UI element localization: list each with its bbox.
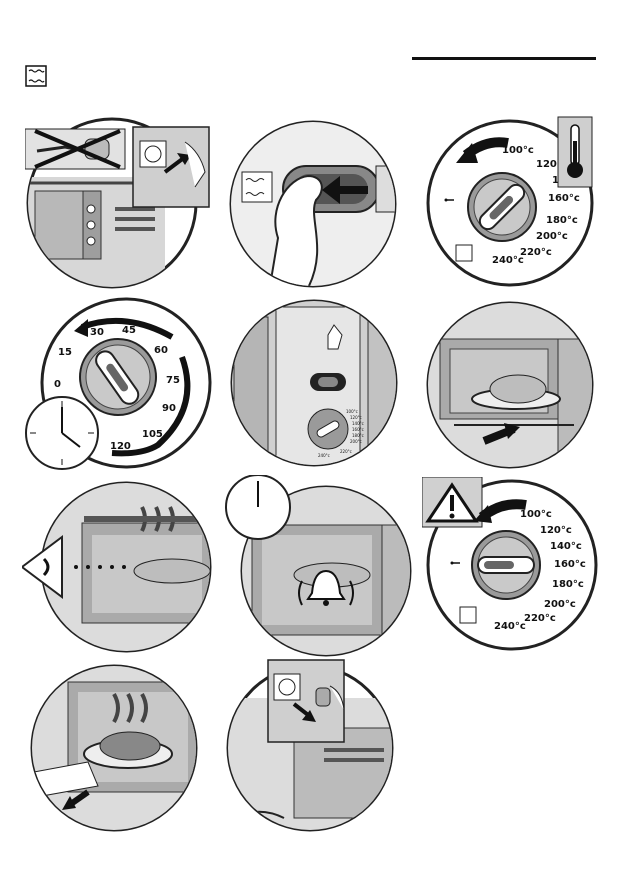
- clock-icon: [226, 475, 290, 539]
- timer-mark: 60: [154, 345, 168, 356]
- temp-mark: 160°c: [548, 193, 580, 204]
- off-dial[interactable]: [472, 531, 540, 599]
- temp-mark: 100°c: [520, 509, 552, 520]
- no-plug-icon: [25, 129, 125, 169]
- small-temp-mark: 180°c: [352, 433, 364, 438]
- oven-mode-icon: [25, 65, 47, 91]
- header-rule: [412, 57, 596, 60]
- temp-mark: 140°c: [550, 541, 582, 552]
- temp-mark: 180°c: [546, 215, 578, 226]
- temp-mark: 120: [536, 159, 557, 170]
- thermometer-icon: [558, 117, 592, 187]
- timer-mark: 75: [166, 375, 180, 386]
- timer-mark: 120: [110, 441, 131, 452]
- timer-mark: 30: [90, 327, 104, 338]
- step-remove-food: [28, 662, 208, 842]
- temp-mark: 120°c: [540, 525, 572, 536]
- clock-icon: [26, 397, 98, 469]
- timer-mark: 0: [54, 379, 61, 390]
- small-temp-mark: 220°c: [340, 449, 352, 454]
- step-unplug: [224, 658, 404, 840]
- timer-mark: 90: [162, 403, 176, 414]
- step-plug-in: [25, 117, 215, 297]
- temp-mark: 220°c: [524, 613, 556, 624]
- temp-mark: 200°c: [544, 599, 576, 610]
- step-set-temperature: 100°c 120 1 160°c 180°c 200°c 220°c 240°…: [426, 115, 596, 295]
- small-temp-mark: 100°c: [346, 409, 358, 414]
- small-temp-mark: 200°c: [350, 439, 362, 444]
- step-insert-food: [424, 299, 604, 479]
- temp-mark: 240°c: [492, 255, 524, 266]
- temp-mark: 240°c: [494, 621, 526, 632]
- temp-mark: 200°c: [536, 231, 568, 242]
- small-temp-mark: 160°c: [352, 427, 364, 432]
- step-press-button: [228, 118, 408, 298]
- step-timer-bell: [222, 475, 412, 660]
- plug-icon: [316, 688, 330, 706]
- oven-mode-icon: [460, 607, 476, 623]
- warning-icon: [422, 477, 482, 527]
- oven-mode-icon: [456, 245, 472, 261]
- temp-mark: 220°c: [520, 247, 552, 258]
- timer-mark: 15: [58, 347, 72, 358]
- timer-mark: 45: [122, 325, 136, 336]
- small-temp-mark: 120°c: [350, 415, 362, 420]
- temp-mark: 180°c: [552, 579, 584, 590]
- step-set-timer: 15 30 45 60 75 90 105 120 0: [22, 297, 212, 477]
- temp-mark: 100°c: [502, 145, 534, 156]
- temp-mark: 160°c: [554, 559, 586, 570]
- socket-icon: [133, 127, 209, 207]
- timer-dial[interactable]: [80, 339, 156, 415]
- small-temp-mark: 140°c: [352, 421, 364, 426]
- temperature-dial[interactable]: [468, 173, 536, 241]
- step-indicator-light: 100°c 120°c 140°c 160°c 180°c 200°c 220°…: [228, 297, 408, 477]
- small-temp-mark: 240°c: [318, 453, 330, 458]
- step-monitor: [22, 479, 212, 659]
- timer-mark: 105: [142, 429, 163, 440]
- socket-icon: [268, 660, 344, 742]
- step-turn-off: 100°c 120°c 140°c 160°c 180°c 200°c 220°…: [422, 477, 602, 657]
